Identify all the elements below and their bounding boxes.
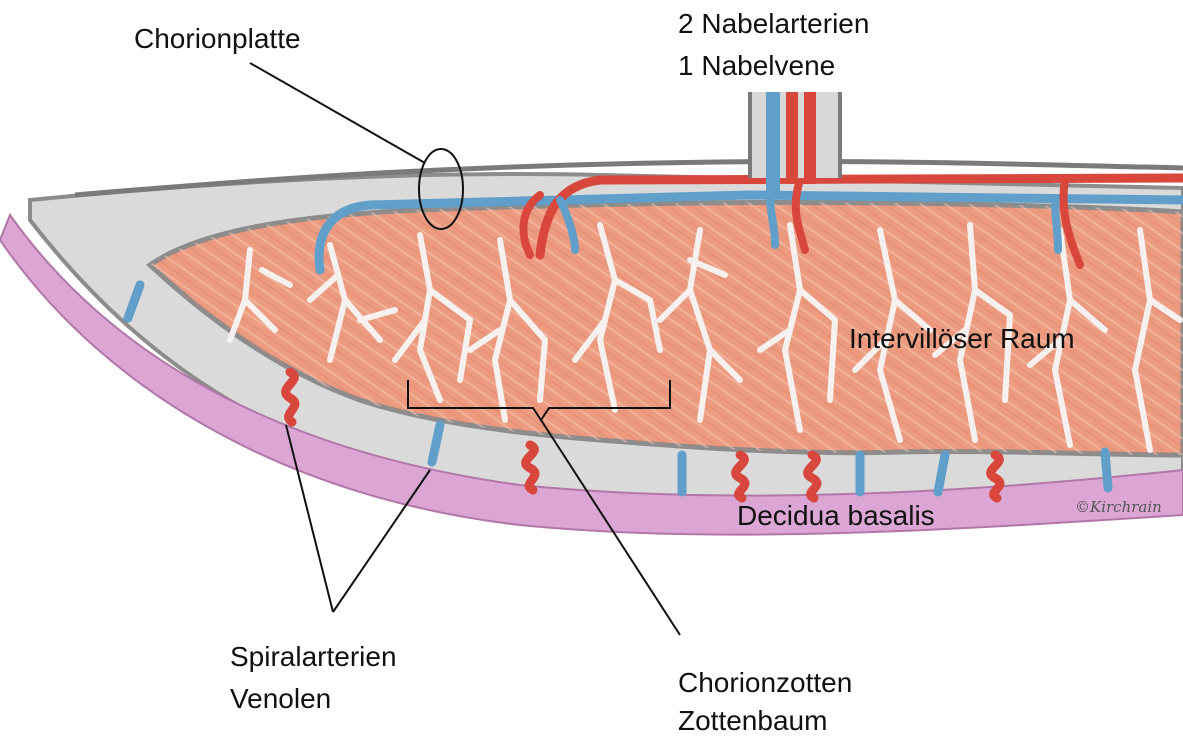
label-intervilloser-raum: Intervillöser Raum [849,320,1075,357]
label-venolen: Venolen [230,680,331,717]
label-spiralarterien: Spiralarterien [230,638,397,675]
label-zottenbaum: Zottenbaum [678,702,827,739]
label-chorionzotten: Chorionzotten [678,664,852,701]
chorionplatte-leader [250,63,425,163]
artist-signature: ©Kirchrain [1075,498,1162,516]
label-chorionplatte: Chorionplatte [134,20,301,57]
label-decidua-basalis: Decidua basalis [737,497,935,534]
label-nabel-2: 1 Nabelvene [678,47,835,84]
label-nabel-1: 2 Nabelarterien [678,5,869,42]
